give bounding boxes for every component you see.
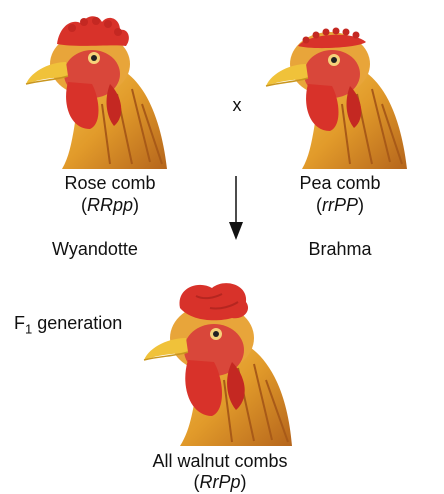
rose-comb-genotype: (RRpp): [28, 194, 192, 216]
wyandotte-breed-label: Wyandotte: [30, 238, 160, 260]
pea-comb-name: Pea comb: [299, 173, 380, 193]
genotype-close-paren: ): [358, 195, 364, 215]
genotype-close-paren: ): [241, 472, 247, 492]
rose-comb-genotype-value: RRpp: [87, 195, 133, 215]
rose-comb-name: Rose comb: [64, 173, 155, 193]
walnut-comb-rooster-illustration: [140, 276, 300, 446]
brahma-breed-label: Brahma: [280, 238, 400, 260]
cross-symbol: x: [229, 94, 245, 116]
pea-comb-rooster-illustration: [262, 4, 412, 169]
cross-result-arrow: [226, 176, 246, 242]
rose-comb-rooster-illustration: [22, 4, 172, 169]
pea-comb-genotype-value: rrPP: [322, 195, 358, 215]
f1-generation-word: generation: [32, 313, 122, 333]
walnut-comb-genotype-value: RrPp: [199, 472, 240, 492]
walnut-comb-genotype: (RrPp): [130, 471, 310, 493]
pea-comb-label: Pea comb: [270, 172, 410, 194]
pea-comb-genotype: (rrPP): [270, 194, 410, 216]
f1-generation-label: F1 generation: [14, 312, 122, 334]
f1-generation-letter: F: [14, 313, 25, 333]
genotype-close-paren: ): [133, 195, 139, 215]
walnut-comb-label: All walnut combs: [130, 450, 310, 472]
rose-comb-label: Rose comb: [28, 172, 192, 194]
